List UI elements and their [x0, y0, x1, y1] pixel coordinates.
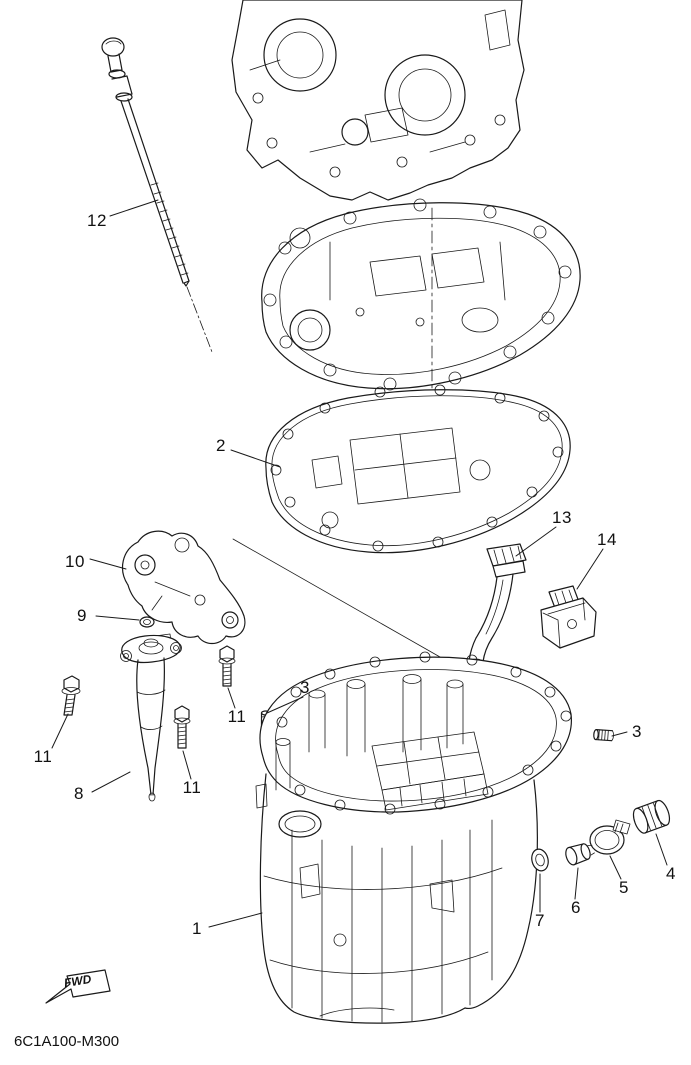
gasket-drawing — [265, 384, 571, 554]
callout-8: 8 — [74, 784, 84, 803]
callout-12: 12 — [87, 211, 107, 230]
callout-1: 1 — [192, 919, 202, 938]
exhaust-guide-plate-drawing — [261, 198, 581, 391]
bolt-11-left-drawing — [61, 675, 81, 716]
callout-3-left: 3 — [300, 678, 310, 697]
grommet-sleeve-drawing — [632, 799, 671, 834]
bracket-drawing — [540, 585, 597, 649]
callout-11-lower: 11 — [182, 778, 202, 797]
engine-block-drawing — [231, 0, 525, 201]
bolt-3-right-drawing — [593, 728, 614, 742]
fwd-arrow-icon — [45, 969, 111, 1004]
breather-hose-drawing — [468, 543, 527, 668]
callout-5: 5 — [619, 878, 629, 897]
callout-11-left: 11 — [33, 747, 53, 766]
plug-fitting-drawing — [565, 843, 595, 866]
callout-11-mid: 11 — [227, 707, 247, 726]
callout-2: 2 — [216, 436, 226, 455]
oil-pan-drawing — [255, 651, 572, 1024]
callout-13: 13 — [552, 508, 572, 527]
washer-drawing — [531, 848, 549, 872]
dipstick-drawing — [101, 37, 213, 353]
callout-3-right: 3 — [632, 722, 642, 741]
part-code-text: 6C1A100-M300 — [14, 1033, 120, 1050]
bolt-11-mid-drawing — [218, 645, 236, 687]
o-ring-drawing — [139, 616, 155, 628]
callout-leader-lines — [51, 199, 668, 928]
oil-strainer-drawing — [120, 634, 182, 802]
callout-9: 9 — [77, 606, 87, 625]
callout-7: 7 — [535, 911, 545, 930]
callout-6: 6 — [571, 898, 581, 917]
callout-14: 14 — [597, 530, 617, 549]
oil-pump-drawing — [121, 530, 246, 653]
hose-clamp-drawing — [589, 819, 631, 855]
callout-4: 4 — [666, 864, 676, 883]
bolt-11-lower-drawing — [173, 705, 191, 749]
callout-10: 10 — [65, 552, 85, 571]
